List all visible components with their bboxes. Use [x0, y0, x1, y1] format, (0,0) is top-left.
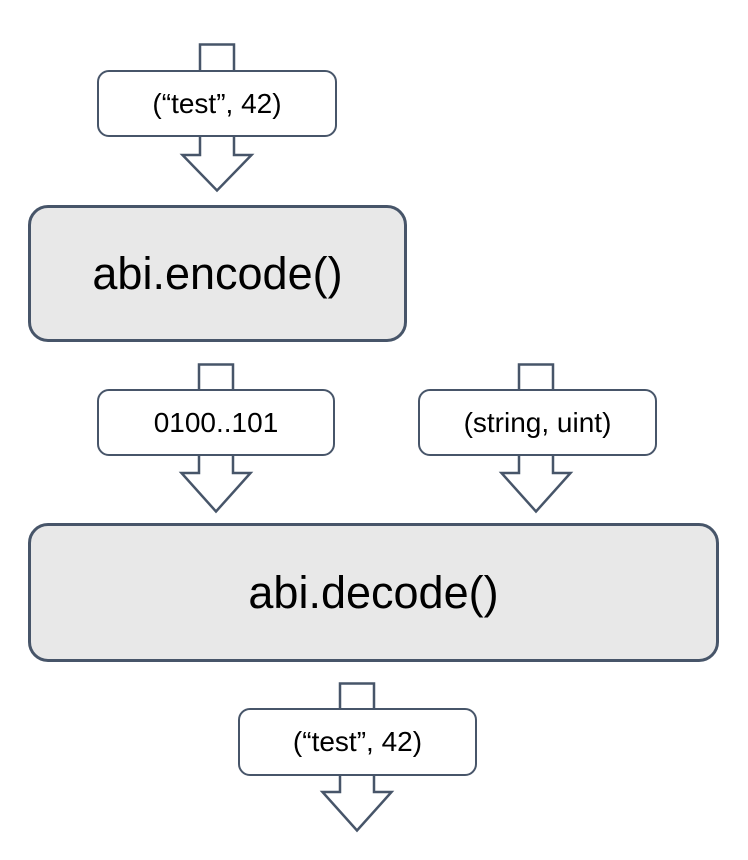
node-encoded-bytes: 0100..101: [97, 389, 335, 456]
node-input-tuple-label: (“test”, 42): [152, 87, 282, 119]
node-output-tuple: (“test”, 42): [238, 708, 477, 776]
node-abi-decode: abi.decode(): [28, 523, 719, 662]
node-output-tuple-label: (“test”, 42): [292, 726, 423, 757]
node-type-tuple-label: (string, uint): [463, 406, 612, 438]
node-input-tuple: (“test”, 42): [97, 70, 337, 137]
node-abi-decode-label: abi.decode(): [248, 566, 499, 618]
node-abi-encode-label: abi.encode(): [92, 247, 343, 299]
node-type-tuple: (string, uint): [418, 389, 657, 456]
node-abi-encode: abi.encode(): [28, 205, 407, 342]
node-encoded-bytes-label: 0100..101: [153, 406, 279, 438]
